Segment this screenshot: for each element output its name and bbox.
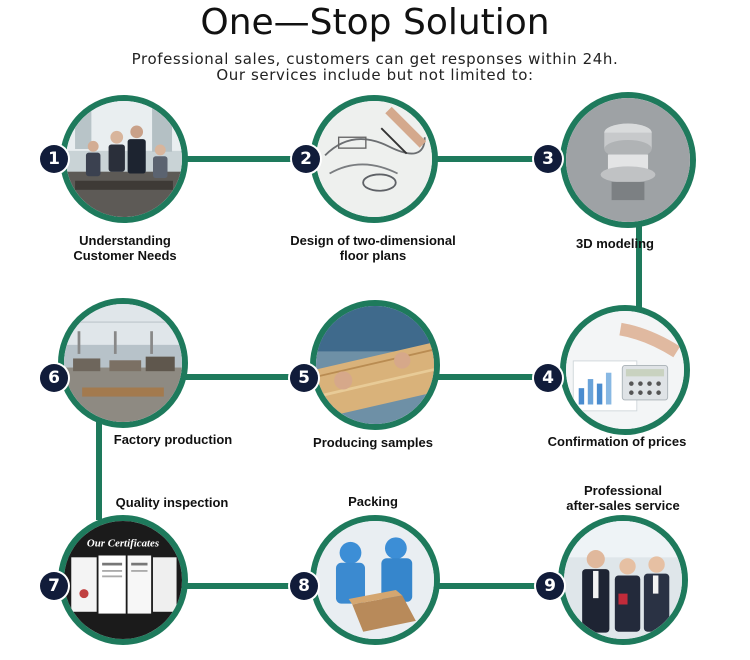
factory-floor-photo-icon [64, 304, 182, 422]
step-6-badge: 6 [40, 364, 68, 392]
connector-2-3 [430, 156, 570, 162]
calculator-chart-photo-icon [566, 311, 684, 429]
step-5-label-line-1: Producing samples [313, 435, 433, 450]
step-6-image [58, 298, 188, 428]
step-9-badge: 9 [536, 572, 564, 600]
sketch-drawing-photo-icon [316, 101, 432, 217]
step-1-label-line-1: Understanding [79, 233, 171, 248]
step-4-label-line-1: Confirmation of prices [547, 434, 687, 449]
wood-sample-photo-icon [316, 306, 434, 424]
step-3-label: 3D modeling [520, 236, 710, 251]
connector-4-5 [430, 374, 570, 380]
connector-8-9 [430, 583, 570, 589]
service-team-photo-icon [564, 521, 682, 639]
step-7-label-line-1: Quality inspection [115, 495, 229, 510]
step-8-label-line-1: Packing [348, 494, 398, 509]
step-1-image [60, 95, 188, 223]
connector-5-6 [180, 374, 320, 380]
step-2-badge: 2 [292, 145, 320, 173]
step-4-image [560, 305, 690, 435]
step-9-image [558, 515, 688, 645]
page-title: One—Stop Solution [200, 2, 550, 43]
connector-6-7 [96, 415, 102, 520]
connector-3-4 [636, 200, 642, 320]
step-7-label: Quality inspection [77, 495, 267, 510]
step-5-image [310, 300, 440, 430]
packing-workers-photo-icon [316, 521, 434, 639]
step-7-image: Our Certificates [58, 515, 188, 645]
step-4-label: Confirmation of prices [522, 434, 712, 449]
certificates-photo-icon: Our Certificates [64, 521, 182, 639]
step-9-label: Professional after-sales service [528, 483, 718, 513]
step-7-badge: 7 [40, 572, 68, 600]
subtitle-line-2: Our services include but not limited to: [216, 66, 534, 84]
step-2-image [310, 95, 438, 223]
step-4-badge: 4 [534, 364, 562, 392]
subtitle-line-1: Professional sales, customers can get re… [131, 50, 619, 68]
step-5-label: Producing samples [278, 435, 468, 450]
step-3-label-line-1: 3D modeling [575, 236, 654, 251]
step-2-label: Design of two-dimensional floor plans [278, 233, 468, 263]
step-1-label: Understanding Customer Needs [30, 233, 220, 263]
step-9-label-line-2: after-sales service [566, 498, 680, 513]
step-3-image [560, 92, 696, 228]
step-6-label-line-1: Factory production [113, 432, 233, 447]
step-8-badge: 8 [290, 572, 318, 600]
connector-7-8 [170, 583, 320, 589]
step-9-label-line-1: Professional [583, 483, 663, 498]
step-3-badge: 3 [534, 145, 562, 173]
certificates-caption: Our Certificates [87, 537, 159, 549]
step-5-badge: 5 [290, 364, 318, 392]
3d-model-render-icon [566, 98, 690, 222]
step-6-label: Factory production [78, 432, 268, 447]
step-1-label-line-2: Customer Needs [73, 248, 177, 263]
business-meeting-photo-icon [66, 101, 182, 217]
step-1-badge: 1 [40, 145, 68, 173]
step-8-image [310, 515, 440, 645]
step-2-label-line-1: Design of two-dimensional [290, 233, 456, 248]
connector-1-2 [170, 156, 320, 162]
step-2-label-line-2: floor plans [339, 248, 407, 263]
step-8-label: Packing [278, 494, 468, 509]
